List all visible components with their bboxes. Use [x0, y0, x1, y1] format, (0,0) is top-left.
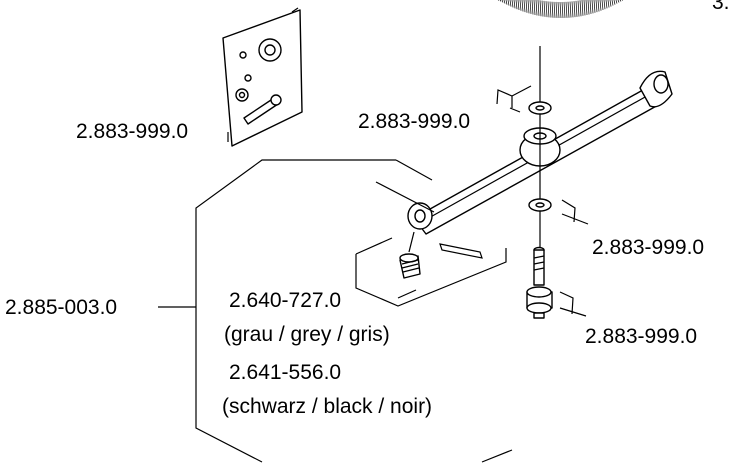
- label-assembly: 2.885-003.0: [5, 297, 117, 318]
- label-top-washer: 2.883-999.0: [358, 111, 470, 132]
- nozzle-tip: [400, 232, 482, 278]
- label-spindle: 2.883-999.0: [585, 326, 697, 347]
- label-nozzle-black-colors: (schwarz / black / noir): [222, 396, 432, 417]
- label-corner-fragment: 3.: [712, 0, 730, 13]
- label-nozzle-grey-part: 2.640-727.0: [229, 290, 341, 311]
- top-washer-leader: [510, 108, 520, 112]
- top-washer: [497, 86, 551, 114]
- label-nozzle-black-part: 2.641-556.0: [229, 362, 341, 383]
- nozzle-grey-leader: [398, 290, 416, 298]
- label-lower-washer: 2.883-999.0: [592, 237, 704, 258]
- label-pouch-kit: 2.883-999.0: [76, 121, 188, 142]
- spindle: [527, 248, 586, 319]
- lower-washer: [529, 199, 588, 224]
- spare-parts-pouch: [223, 8, 302, 146]
- brush-disc-hatching: [498, 0, 623, 18]
- label-nozzle-grey-colors: (grau / grey / gris): [224, 324, 390, 345]
